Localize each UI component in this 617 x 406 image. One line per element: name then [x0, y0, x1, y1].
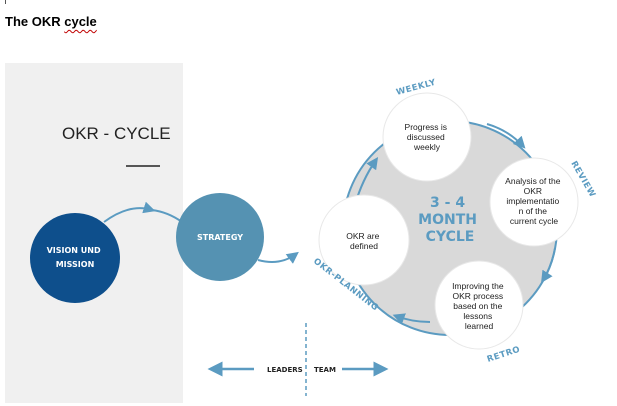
vision-to-strategy-arrow [103, 201, 156, 223]
analysis-node [489, 157, 579, 247]
improving-node [434, 260, 524, 350]
legend-leaders-label: LEADERS [267, 366, 303, 374]
legend-team-label: TEAM [314, 366, 336, 374]
heading-misspelled-word: cycle [64, 14, 97, 29]
strategy-node [176, 193, 264, 281]
okr-defined-node [318, 194, 410, 286]
vision-label: VISION UND MISSION [47, 246, 104, 269]
strategy-label: STRATEGY [197, 233, 243, 242]
cycle-center-label: 3 - 4 MONTH CYCLE [418, 195, 482, 245]
document-heading: The OKR cycle [5, 14, 97, 29]
vision-node [30, 213, 120, 303]
ring-arrow-review [486, 123, 526, 149]
ring-arrow-retro [541, 247, 556, 284]
page-edge-mark [5, 0, 6, 4]
analysis-label: Analysis of the OKR implementatio n of t… [505, 176, 563, 226]
improving-label: Improving the OKR process based on the l… [452, 281, 506, 331]
heading-text: The OKR [5, 14, 65, 29]
progress-label: Progress is discussed weekly [405, 122, 450, 152]
strategy-to-cycle-arrow [257, 251, 299, 264]
okr-defined-label: OKR are defined [346, 231, 381, 251]
panel-title: OKR - CYCLE [62, 124, 171, 143]
ring-arrow-planning [392, 313, 431, 325]
progress-node [382, 92, 472, 182]
